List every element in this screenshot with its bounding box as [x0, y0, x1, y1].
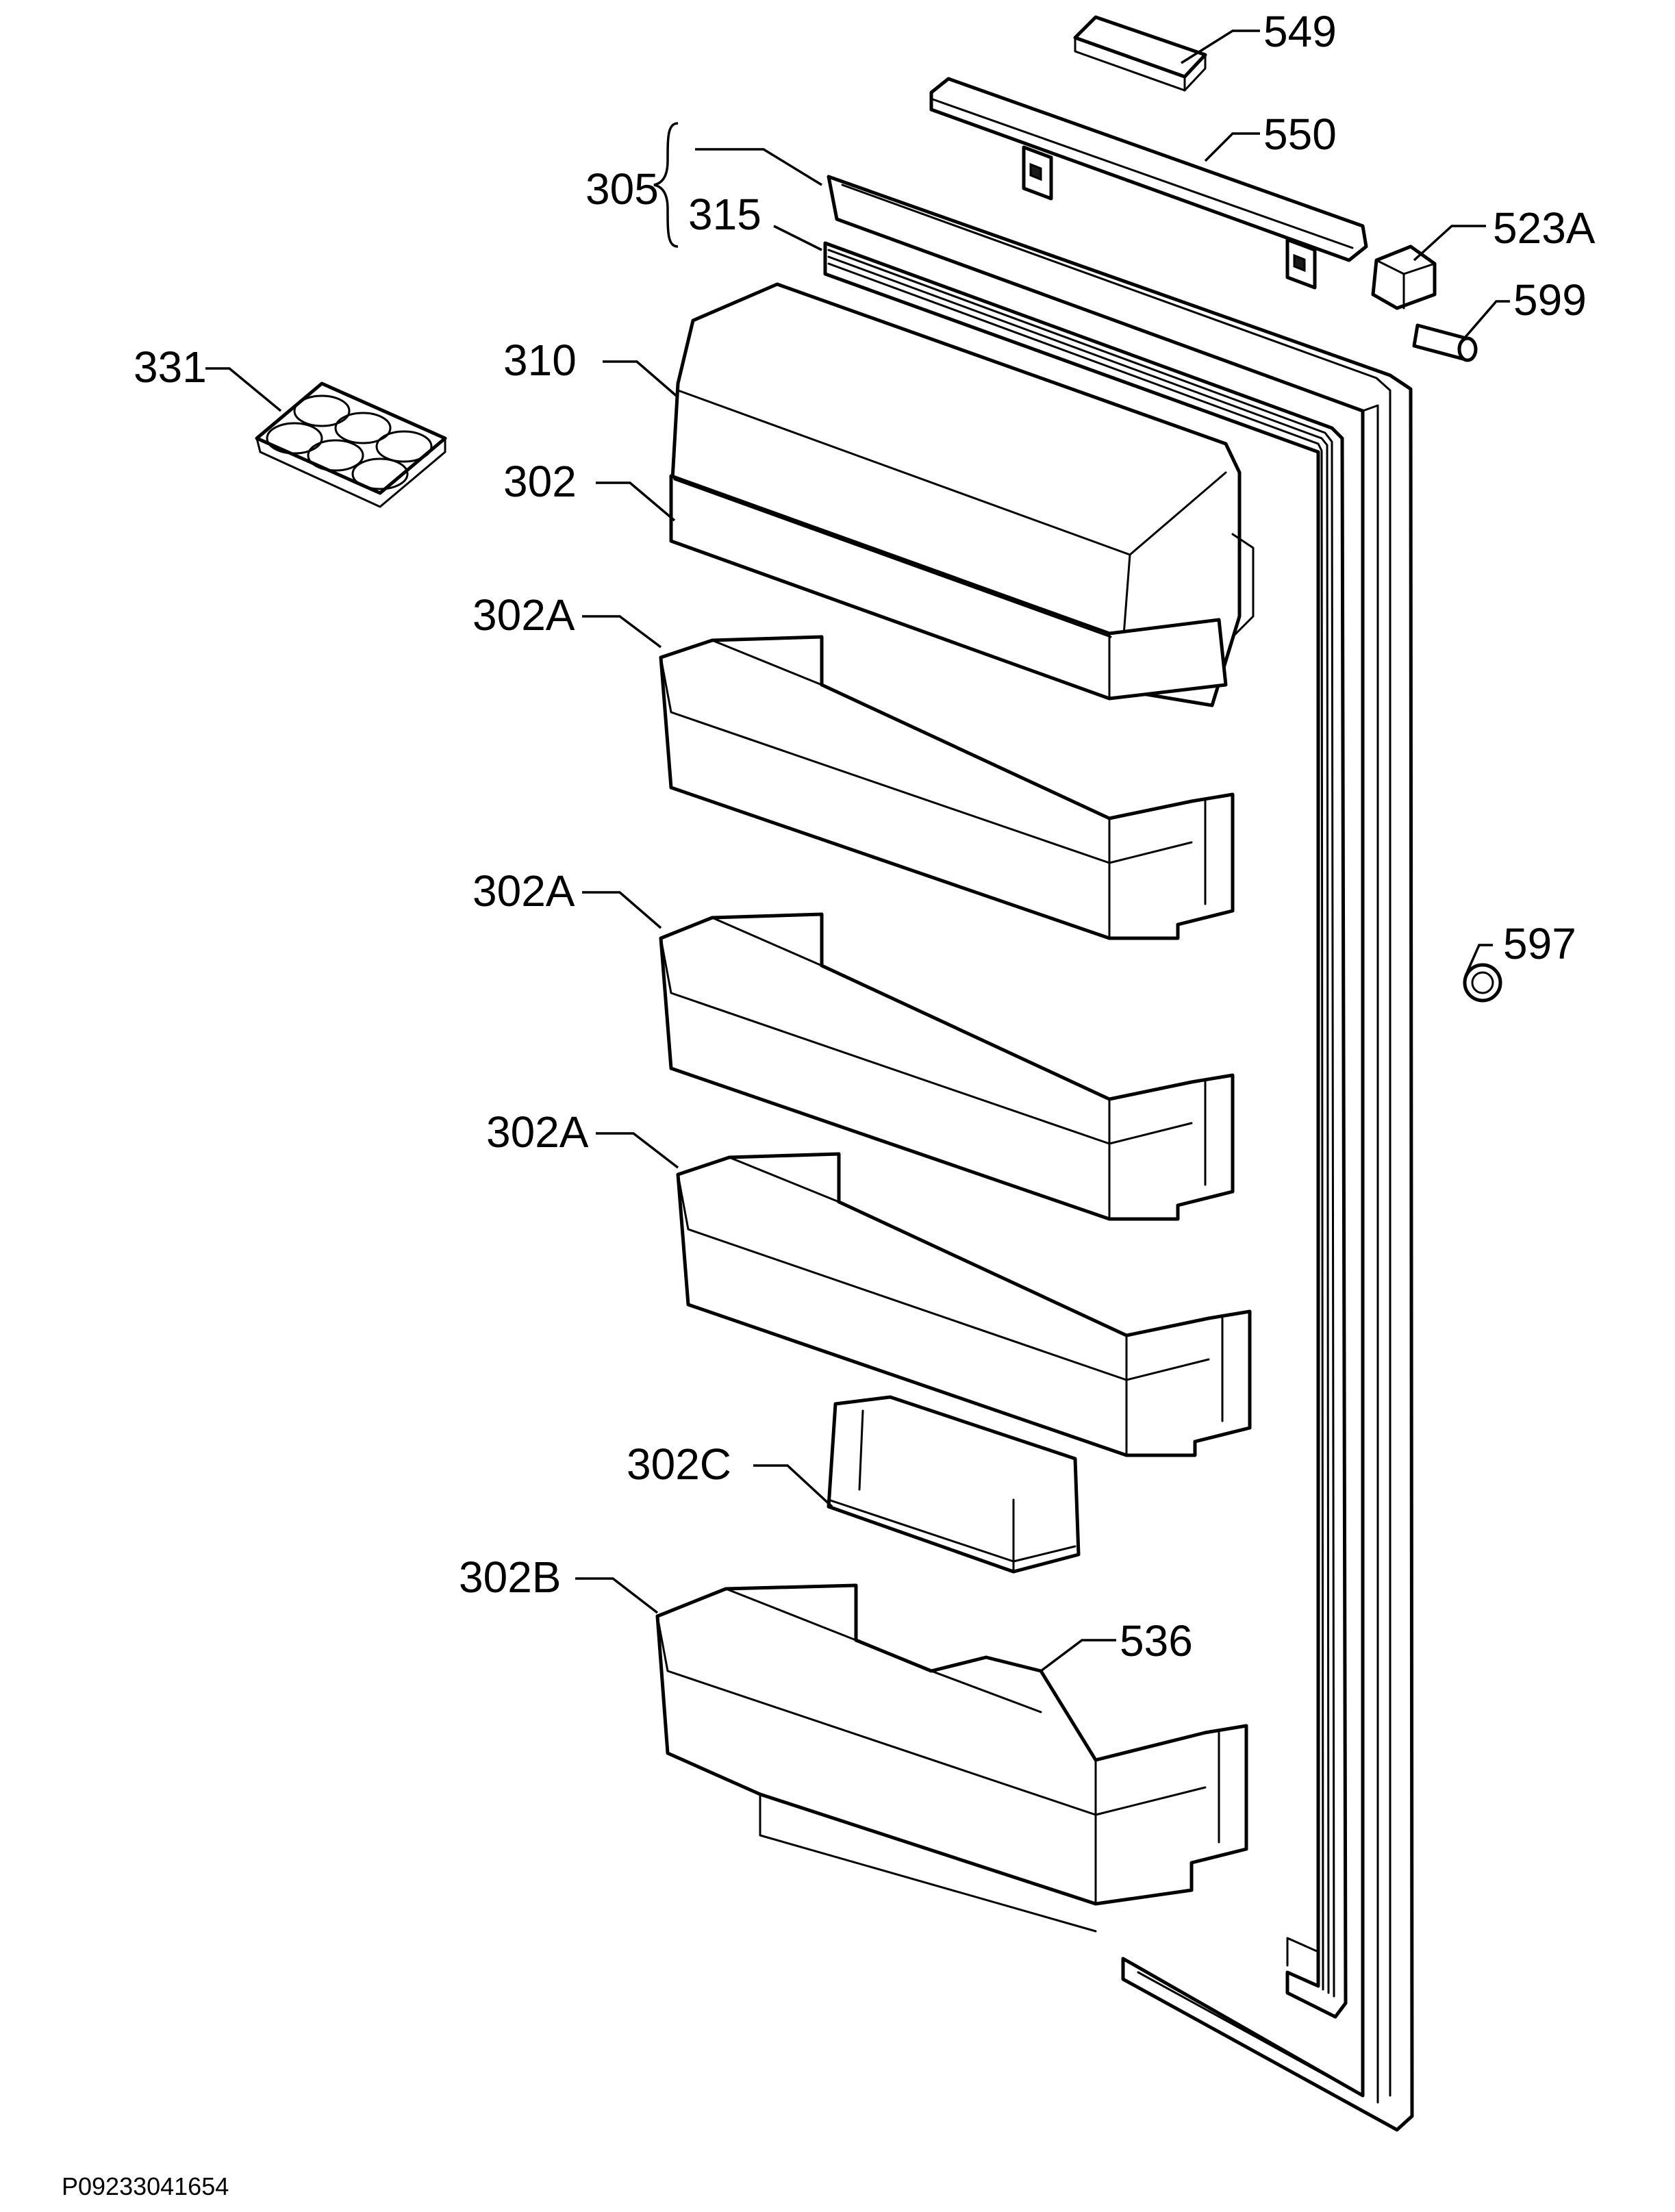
label-331: 331	[134, 342, 207, 392]
hinge-pin	[1412, 323, 1478, 362]
label-523A: 523A	[1493, 203, 1596, 253]
door-frame	[827, 175, 1414, 2132]
label-302: 302	[503, 457, 577, 506]
hinge-cap	[1371, 244, 1437, 310]
hinge-bracket	[1073, 15, 1207, 92]
label-302A-2: 302A	[473, 866, 575, 916]
drawing-code: P09233041654	[62, 2172, 229, 2200]
label-302B: 302B	[459, 1553, 561, 1602]
part-labels: 549 550 523A 599 305 315 310 331 302 302…	[134, 7, 1596, 1666]
dairy-lid	[669, 282, 1255, 707]
door-shelf-302A-1	[659, 635, 1235, 940]
top-strip	[929, 77, 1368, 290]
label-302A-3: 302A	[486, 1107, 589, 1157]
bottle-shelf-302B	[655, 1583, 1248, 1933]
label-315: 315	[688, 190, 761, 239]
egg-tray	[255, 381, 447, 508]
label-310: 310	[503, 336, 577, 385]
small-shelf-302C	[827, 1395, 1081, 1574]
leader-lines	[205, 29, 1510, 1672]
plug	[1463, 963, 1502, 1003]
door-shelf-302A-2	[659, 912, 1235, 1221]
label-550: 550	[1263, 110, 1337, 159]
label-305: 305	[585, 164, 659, 214]
label-302C: 302C	[627, 1440, 731, 1489]
label-536: 536	[1120, 1616, 1193, 1666]
label-597: 597	[1503, 919, 1576, 968]
door-shelf-302A-3	[676, 1152, 1252, 1457]
label-599: 599	[1513, 275, 1587, 325]
dairy-compartment	[669, 474, 1228, 701]
label-549: 549	[1263, 7, 1337, 56]
door-gasket	[823, 241, 1348, 2019]
label-302A-1: 302A	[473, 590, 575, 640]
